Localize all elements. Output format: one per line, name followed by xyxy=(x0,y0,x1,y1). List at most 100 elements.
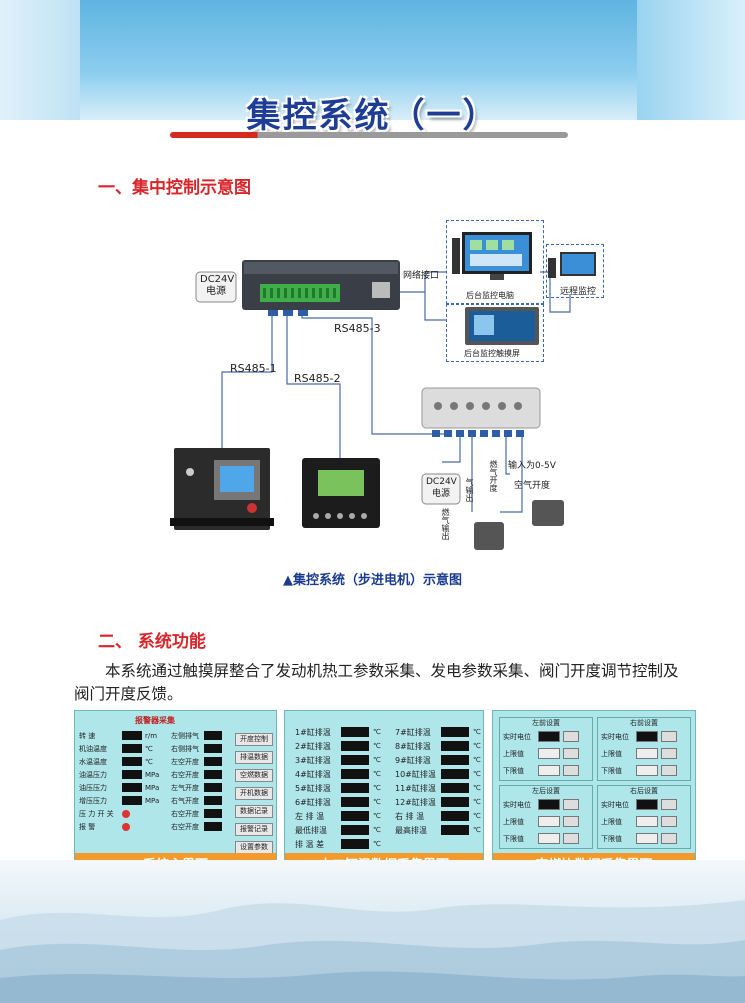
main-mid-row: 右气开度 xyxy=(171,794,231,807)
cylinder-label: 左 排 温 xyxy=(295,811,325,821)
value-display xyxy=(441,825,469,835)
main-mid-label: 左侧排气 xyxy=(171,731,199,740)
cylinder-label: 12#缸排温 xyxy=(395,797,436,807)
afr-row: 下限值 xyxy=(598,830,690,847)
value-display xyxy=(341,741,369,751)
afr-value-box[interactable] xyxy=(636,765,658,776)
cylinder-label: 最低排温 xyxy=(295,825,327,835)
cylinder-row: 12#缸排温℃ xyxy=(395,795,485,809)
afr-value-box[interactable] xyxy=(636,833,658,844)
cylinder-row: 1#缸排温℃ xyxy=(295,725,391,739)
afr-small-button[interactable] xyxy=(563,765,579,776)
main-unit: r/m xyxy=(145,731,158,740)
afr-row-label: 下限值 xyxy=(601,834,622,843)
main-mid-label: 右空开度 xyxy=(171,809,199,818)
main-mid-column: 左侧排气右侧排气左空开度右空开度左气开度右气开度右空开度右空开度 xyxy=(171,729,231,833)
afr-small-button[interactable] xyxy=(563,799,579,810)
afr-value-box[interactable] xyxy=(538,748,560,759)
afr-row: 实时电位 xyxy=(598,796,690,813)
main-nav-button[interactable]: 报警记录 xyxy=(235,823,273,836)
afr-value-box[interactable] xyxy=(538,833,560,844)
section-heading-diagram: 一、集中控制示意图 xyxy=(98,178,251,198)
afr-row: 上限值 xyxy=(500,745,592,762)
cylinder-row: 最低排温 ℃ xyxy=(295,823,391,837)
afr-value-box[interactable] xyxy=(636,816,658,827)
diagram-svg xyxy=(170,232,596,550)
status-lamp xyxy=(122,809,130,818)
afr-small-button[interactable] xyxy=(661,816,677,827)
afr-row: 实时电位 xyxy=(500,796,592,813)
main-nav-button[interactable]: 空燃数据 xyxy=(235,769,273,782)
main-mid-label: 右气开度 xyxy=(171,796,199,805)
cylinder-label: 2#缸排温 xyxy=(295,741,331,751)
value-display xyxy=(341,839,369,849)
afr-group-title: 右后设置 xyxy=(630,787,658,795)
value-display xyxy=(204,731,222,740)
banner-left-strip xyxy=(0,0,80,120)
unit-c: ℃ xyxy=(473,756,481,764)
afr-small-button[interactable] xyxy=(563,816,579,827)
cylinder-row: 11#缸排温℃ xyxy=(395,781,485,795)
afr-grid: 左前设置实时电位上限值下限值右前设置实时电位上限值下限值左后设置实时电位上限值下… xyxy=(499,717,691,851)
mountain-background xyxy=(0,860,745,1003)
afr-group: 右后设置实时电位上限值下限值 xyxy=(597,785,691,849)
cylinder-label: 5#缸排温 xyxy=(295,783,331,793)
main-left-label: 油温压力 xyxy=(79,770,107,779)
afr-small-button[interactable] xyxy=(661,833,677,844)
main-unit: MPa xyxy=(145,783,160,792)
network-port-label: 网络接口 xyxy=(403,271,440,281)
afr-small-button[interactable] xyxy=(661,765,677,776)
afr-small-button[interactable] xyxy=(563,731,579,742)
section-heading-functions: 二、 系统功能 xyxy=(98,632,206,652)
main-nav-button[interactable]: 排温数据 xyxy=(235,751,273,764)
unit-c: ℃ xyxy=(373,826,381,834)
unit-c: ℃ xyxy=(373,784,381,792)
cylinder-label: 排 温 差 xyxy=(295,839,325,849)
header-banner xyxy=(0,0,745,120)
afr-value-box[interactable] xyxy=(538,765,560,776)
main-nav-button[interactable]: 开度控制 xyxy=(235,733,273,746)
unit-c: ℃ xyxy=(373,756,381,764)
air-opening-label: 空气开度 xyxy=(514,481,551,491)
afr-row-label: 下限值 xyxy=(601,766,622,775)
gas-output-label: 气输出 xyxy=(465,478,474,502)
afr-value-box[interactable] xyxy=(538,816,560,827)
main-nav-button[interactable]: 开机数据 xyxy=(235,787,273,800)
unit-c: ℃ xyxy=(373,812,381,820)
panel-afr: 左前设置实时电位上限值下限值右前设置实时电位上限值下限值左后设置实时电位上限值下… xyxy=(492,710,696,880)
afr-small-button[interactable] xyxy=(661,799,677,810)
afr-value-box xyxy=(636,799,658,810)
main-left-row: 报 警 xyxy=(79,820,165,833)
value-display xyxy=(122,744,142,753)
cylinder-label: 8#缸排温 xyxy=(395,741,431,751)
afr-small-button[interactable] xyxy=(661,748,677,759)
afr-row: 下限值 xyxy=(598,762,690,779)
value-display xyxy=(441,797,469,807)
main-left-label: 油压压力 xyxy=(79,783,107,792)
afr-value-box[interactable] xyxy=(636,748,658,759)
value-display xyxy=(341,755,369,765)
afr-row-label: 实时电位 xyxy=(601,800,629,809)
title-underline xyxy=(170,132,568,138)
afr-small-button[interactable] xyxy=(563,833,579,844)
value-display xyxy=(204,822,222,831)
main-mid-label: 右侧排气 xyxy=(171,744,199,753)
main-nav-button[interactable]: 数据记录 xyxy=(235,805,273,818)
value-display xyxy=(204,757,222,766)
dc24-top-line2: 电源 xyxy=(206,286,226,297)
afr-small-button[interactable] xyxy=(661,731,677,742)
afr-group-title: 右前设置 xyxy=(630,719,658,727)
main-button-column: 开度控制排温数据空燃数据开机数据数据记录报警记录设置参数 xyxy=(235,733,273,859)
main-mid-label: 左空开度 xyxy=(171,757,199,766)
unit-c: ℃ xyxy=(473,770,481,778)
afr-small-button[interactable] xyxy=(563,748,579,759)
main-mid-row: 左空开度 xyxy=(171,755,231,768)
cylinder-label: 4#缸排温 xyxy=(295,769,331,779)
page-title: 集控系统（一） xyxy=(246,96,499,136)
